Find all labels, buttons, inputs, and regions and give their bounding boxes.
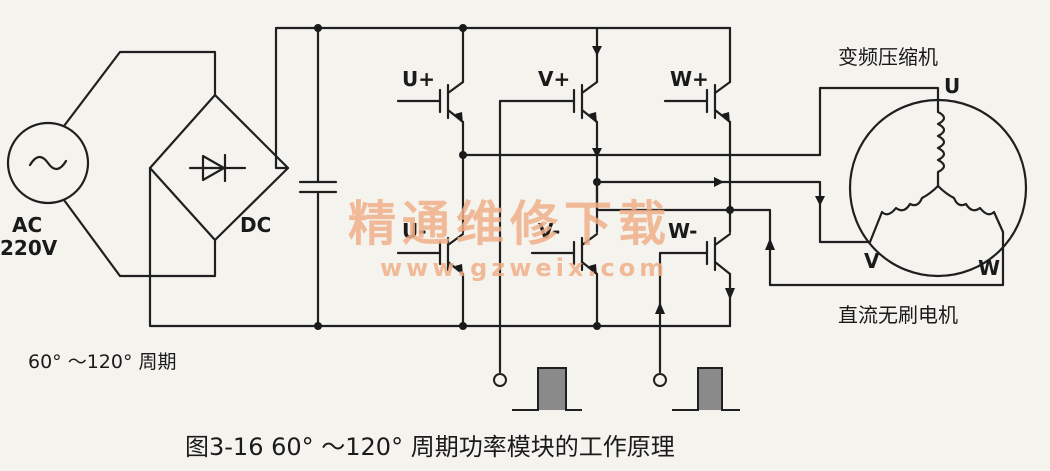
bridge-rectifier <box>148 93 290 242</box>
ac-source <box>6 50 217 278</box>
w-minus-label: W- <box>668 219 697 243</box>
v-minus-label: V- <box>538 219 560 243</box>
filter-capacitor <box>298 24 338 330</box>
dc-label: DC <box>240 213 271 237</box>
gate-pulses <box>493 367 740 411</box>
motor-u-label: U <box>944 74 960 98</box>
v-plus-label: V+ <box>538 67 570 91</box>
period-note: 60° ～120° 周期 <box>28 351 177 373</box>
motor-v-label: V <box>864 249 880 273</box>
ac-label: AC <box>12 213 42 237</box>
phase-v-leg <box>498 26 602 374</box>
motor-w-label: W <box>978 256 1000 280</box>
watermark-title: 精通维修下载 <box>348 196 672 252</box>
ac-voltage-label: 220V <box>0 236 58 260</box>
u-plus-label: U+ <box>402 67 435 91</box>
bldc-motor <box>848 98 1028 278</box>
compressor-label: 变频压缩机 <box>838 45 938 69</box>
u-minus-label: U- <box>402 219 427 243</box>
motor-wiring <box>461 86 1005 287</box>
w-plus-label: W+ <box>670 67 709 91</box>
figure-caption: 图3-16 60° ～120° 周期功率模块的工作原理 <box>185 433 675 461</box>
phase-w-leg <box>655 26 735 374</box>
bldc-motor-label: 直流无刷电机 <box>838 303 958 327</box>
phase-u-leg <box>396 24 467 330</box>
watermark-url: www.gzweix.com <box>380 254 668 282</box>
